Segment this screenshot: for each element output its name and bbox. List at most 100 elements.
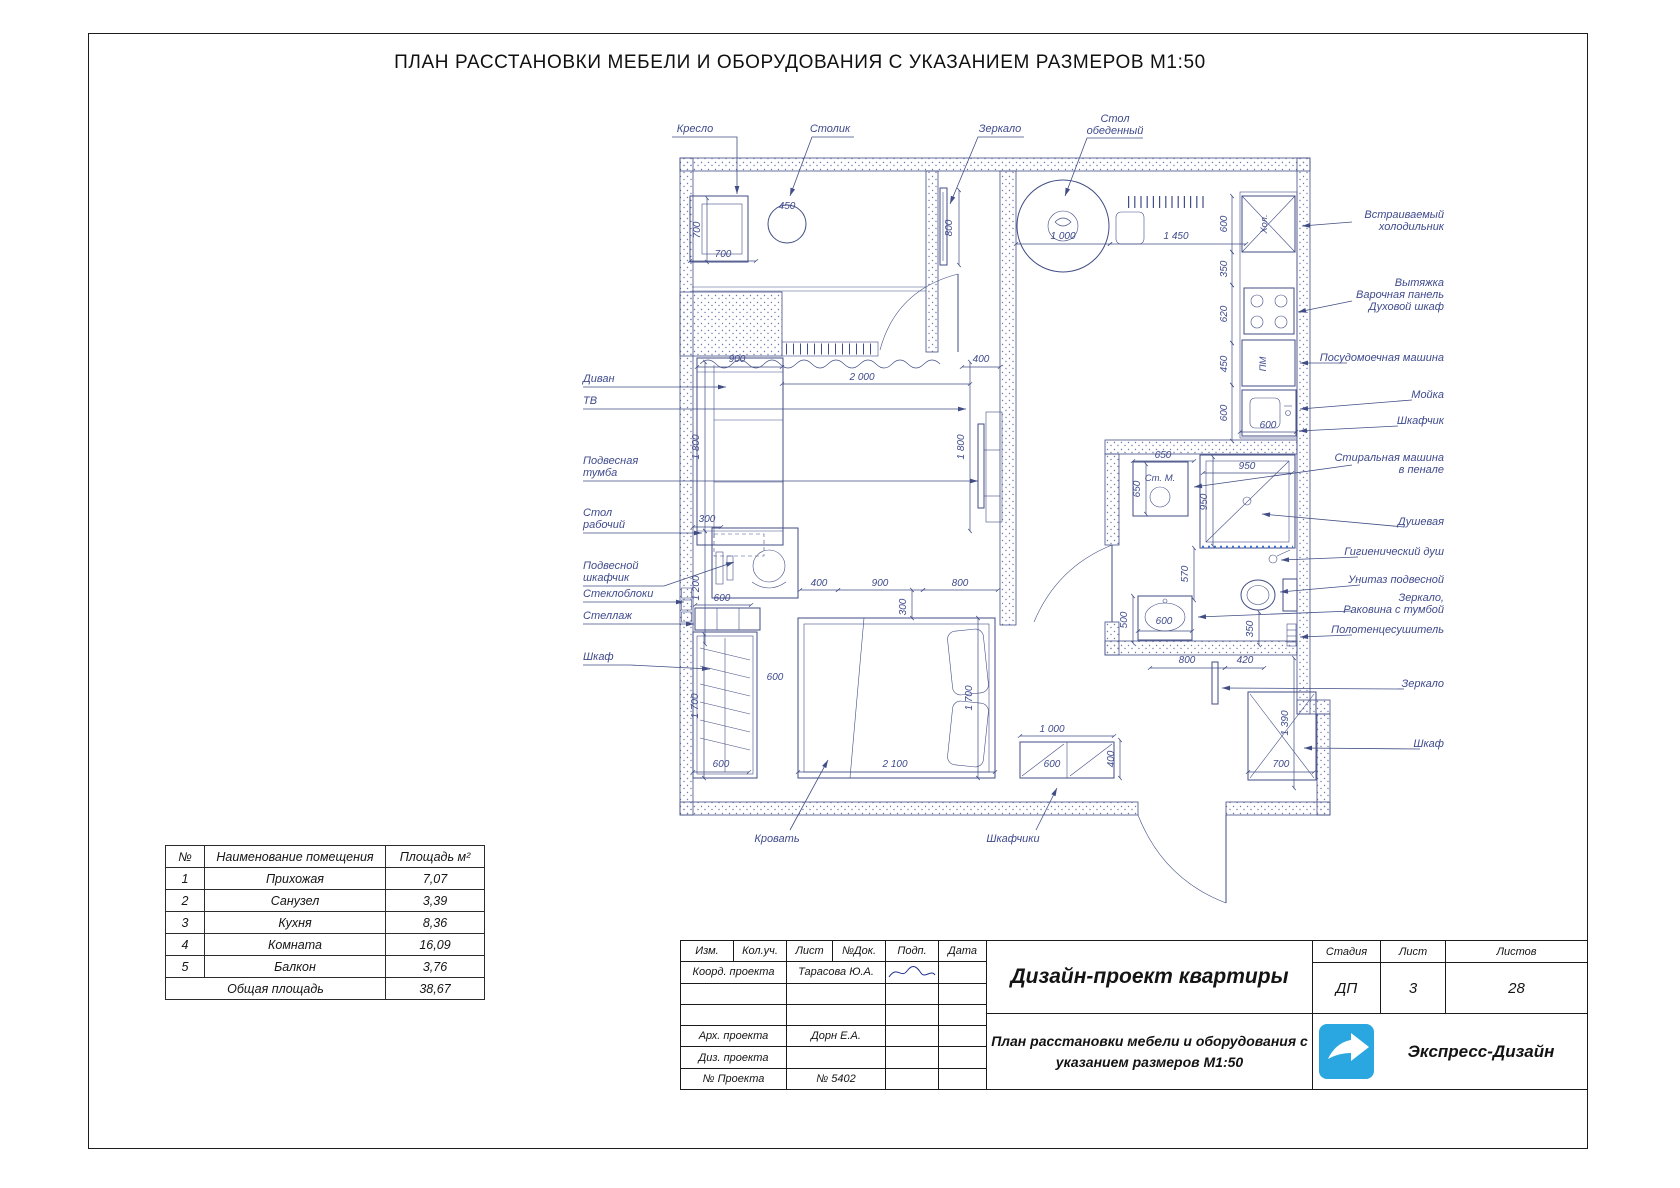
header-cell: Кол.уч.	[734, 941, 787, 962]
title-block-right: Стадия Лист Листов ДП 3 28 Экспресс-Диза…	[1313, 941, 1587, 1089]
sheet-value: 3	[1381, 963, 1446, 1013]
role-label: Арх. проекта	[681, 1026, 787, 1047]
sign-cell	[886, 1068, 939, 1089]
dim-text: 900	[729, 354, 746, 365]
header-cell: Дата	[947, 945, 978, 958]
row-name: Прихожая	[204, 867, 386, 890]
dim-text: 900	[872, 578, 889, 589]
hallway	[1211, 661, 1317, 781]
shelving-unit	[694, 607, 761, 631]
fridge-mark: Хол.	[1259, 214, 1270, 234]
label-mirror-hall: Зеркало	[1402, 678, 1445, 690]
label-oven: Духовой шкаф	[1367, 301, 1444, 313]
dim-text: 1 800	[956, 434, 967, 459]
dim-text: 1 800	[691, 434, 702, 459]
stage-values-row: ДП 3 28	[1313, 963, 1587, 1014]
living-room	[681, 357, 1115, 779]
table-row: 1 Прихожая 7,07	[165, 867, 485, 890]
signature-cell	[886, 962, 939, 983]
sheets-label: Листов	[1496, 945, 1537, 958]
table-row: 5 Балкон 3,76	[165, 955, 485, 978]
label-hygienic-shower: Гигиенический душ	[1344, 546, 1444, 558]
row-name: Балкон	[204, 955, 386, 978]
table-row: 4 Комната 16,09	[165, 933, 485, 956]
dim-text: 300	[699, 514, 716, 525]
stage-value: ДП	[1313, 963, 1381, 1013]
label-desk: рабочий	[582, 519, 625, 531]
stage-header-row: Стадия Лист Листов	[1313, 941, 1587, 963]
label-washer: в пенале	[1399, 464, 1444, 476]
label-wardrobe: Шкаф	[583, 651, 614, 663]
dining-chair	[1115, 211, 1145, 245]
row-area: 8,36	[385, 911, 485, 934]
title-block-header-row: Изм. Кол.уч. Лист №Док. Подп. Дата	[681, 941, 986, 963]
dim-text: 1 000	[1039, 724, 1064, 735]
hob	[1243, 287, 1295, 335]
sign-cell	[886, 1047, 939, 1068]
dimension-lines	[687, 187, 1317, 791]
dim-text: 700	[1273, 759, 1290, 770]
label-dining-table: Стол	[1100, 113, 1129, 125]
dim-text: 1 450	[1163, 231, 1188, 242]
role-label	[681, 1004, 787, 1026]
dimension-texts: 700 700 450 800 1 000 1 450 600 350 620 …	[690, 201, 1291, 770]
dim-text: 950	[1239, 461, 1256, 472]
row-name: Комната	[204, 933, 386, 956]
dim-text: 600	[1044, 759, 1061, 770]
hall-closet	[1247, 691, 1317, 781]
company-name: Экспресс-Дизайн	[1407, 1041, 1555, 1061]
label-towel-rail: Полотенцесушитель	[1331, 624, 1444, 636]
blank-row	[681, 983, 986, 1005]
role-label: № Проекта	[681, 1068, 787, 1089]
arch-row: Арх. проекта Дорн Е.А.	[681, 1026, 986, 1048]
label-cupboard: Шкафчик	[1397, 415, 1445, 427]
dim-text: 650	[1132, 480, 1143, 497]
label-fridge: холодильник	[1378, 221, 1445, 233]
balcony-door	[879, 273, 959, 352]
header-cell: Лист	[787, 941, 833, 962]
dim-text: 1 200	[691, 575, 702, 600]
area-table: № Наименование помещения Площадь м² 1 Пр…	[165, 845, 485, 1000]
project-title: Дизайн-проект квартиры	[987, 941, 1312, 1014]
date-cell	[939, 962, 986, 982]
signature	[888, 966, 936, 978]
total-label: Общая площадь	[165, 977, 386, 1000]
label-mirror-sink: Раковина с тумбой	[1343, 604, 1444, 616]
label-hood: Вытяжка	[1395, 277, 1444, 289]
label-mirror-top: Зеркало	[979, 123, 1022, 135]
side-table	[767, 204, 807, 244]
dim-text: 450	[779, 201, 796, 212]
kitchen-sink	[1241, 389, 1297, 437]
label-bed: Кровать	[754, 833, 799, 845]
blank-row	[681, 1004, 986, 1027]
row-name: Санузел	[204, 889, 386, 912]
dim-text: 2 000	[848, 372, 874, 383]
sheets-value: 28	[1508, 979, 1525, 997]
dim-text: 1 700	[964, 685, 975, 710]
coord-row: Коорд. проекта Тарасова Ю.А.	[681, 962, 986, 984]
table-total-row: Общая площадь 38,67	[165, 977, 485, 1000]
wall-cabinet-dashed	[713, 533, 765, 557]
date-cell	[939, 984, 986, 1004]
dim-text: 600	[1156, 616, 1173, 627]
dim-text: 400	[973, 354, 990, 365]
header-name: Наименование помещения	[204, 845, 386, 868]
label-hanging-cabinet: Подвесная	[583, 455, 638, 467]
dim-text: 600	[1260, 420, 1277, 431]
dim-text: 950	[1199, 493, 1210, 510]
design-row: Диз. проекта	[681, 1047, 986, 1069]
label-glass-blocks: Стеклоблоки	[583, 588, 653, 600]
dim-text: 1 390	[1280, 710, 1291, 735]
header-cell: Подп.	[886, 941, 939, 962]
dim-text: 600	[713, 759, 730, 770]
dim-text: 700	[715, 249, 732, 260]
windows-and-doors	[692, 273, 1227, 904]
sheet-title-line1: План расстановки мебели и оборудования с	[991, 1033, 1308, 1050]
hygienic-shower	[1268, 549, 1291, 564]
sign-cell	[886, 1026, 939, 1047]
sheet-title-line2: указанием размеров М1:50	[1055, 1053, 1244, 1070]
washer-mark: Ст. М.	[1145, 473, 1176, 484]
row-area: 7,07	[385, 867, 485, 890]
dim-text: 400	[811, 578, 828, 589]
label-wall-cabinet: Подвесной	[583, 560, 638, 572]
